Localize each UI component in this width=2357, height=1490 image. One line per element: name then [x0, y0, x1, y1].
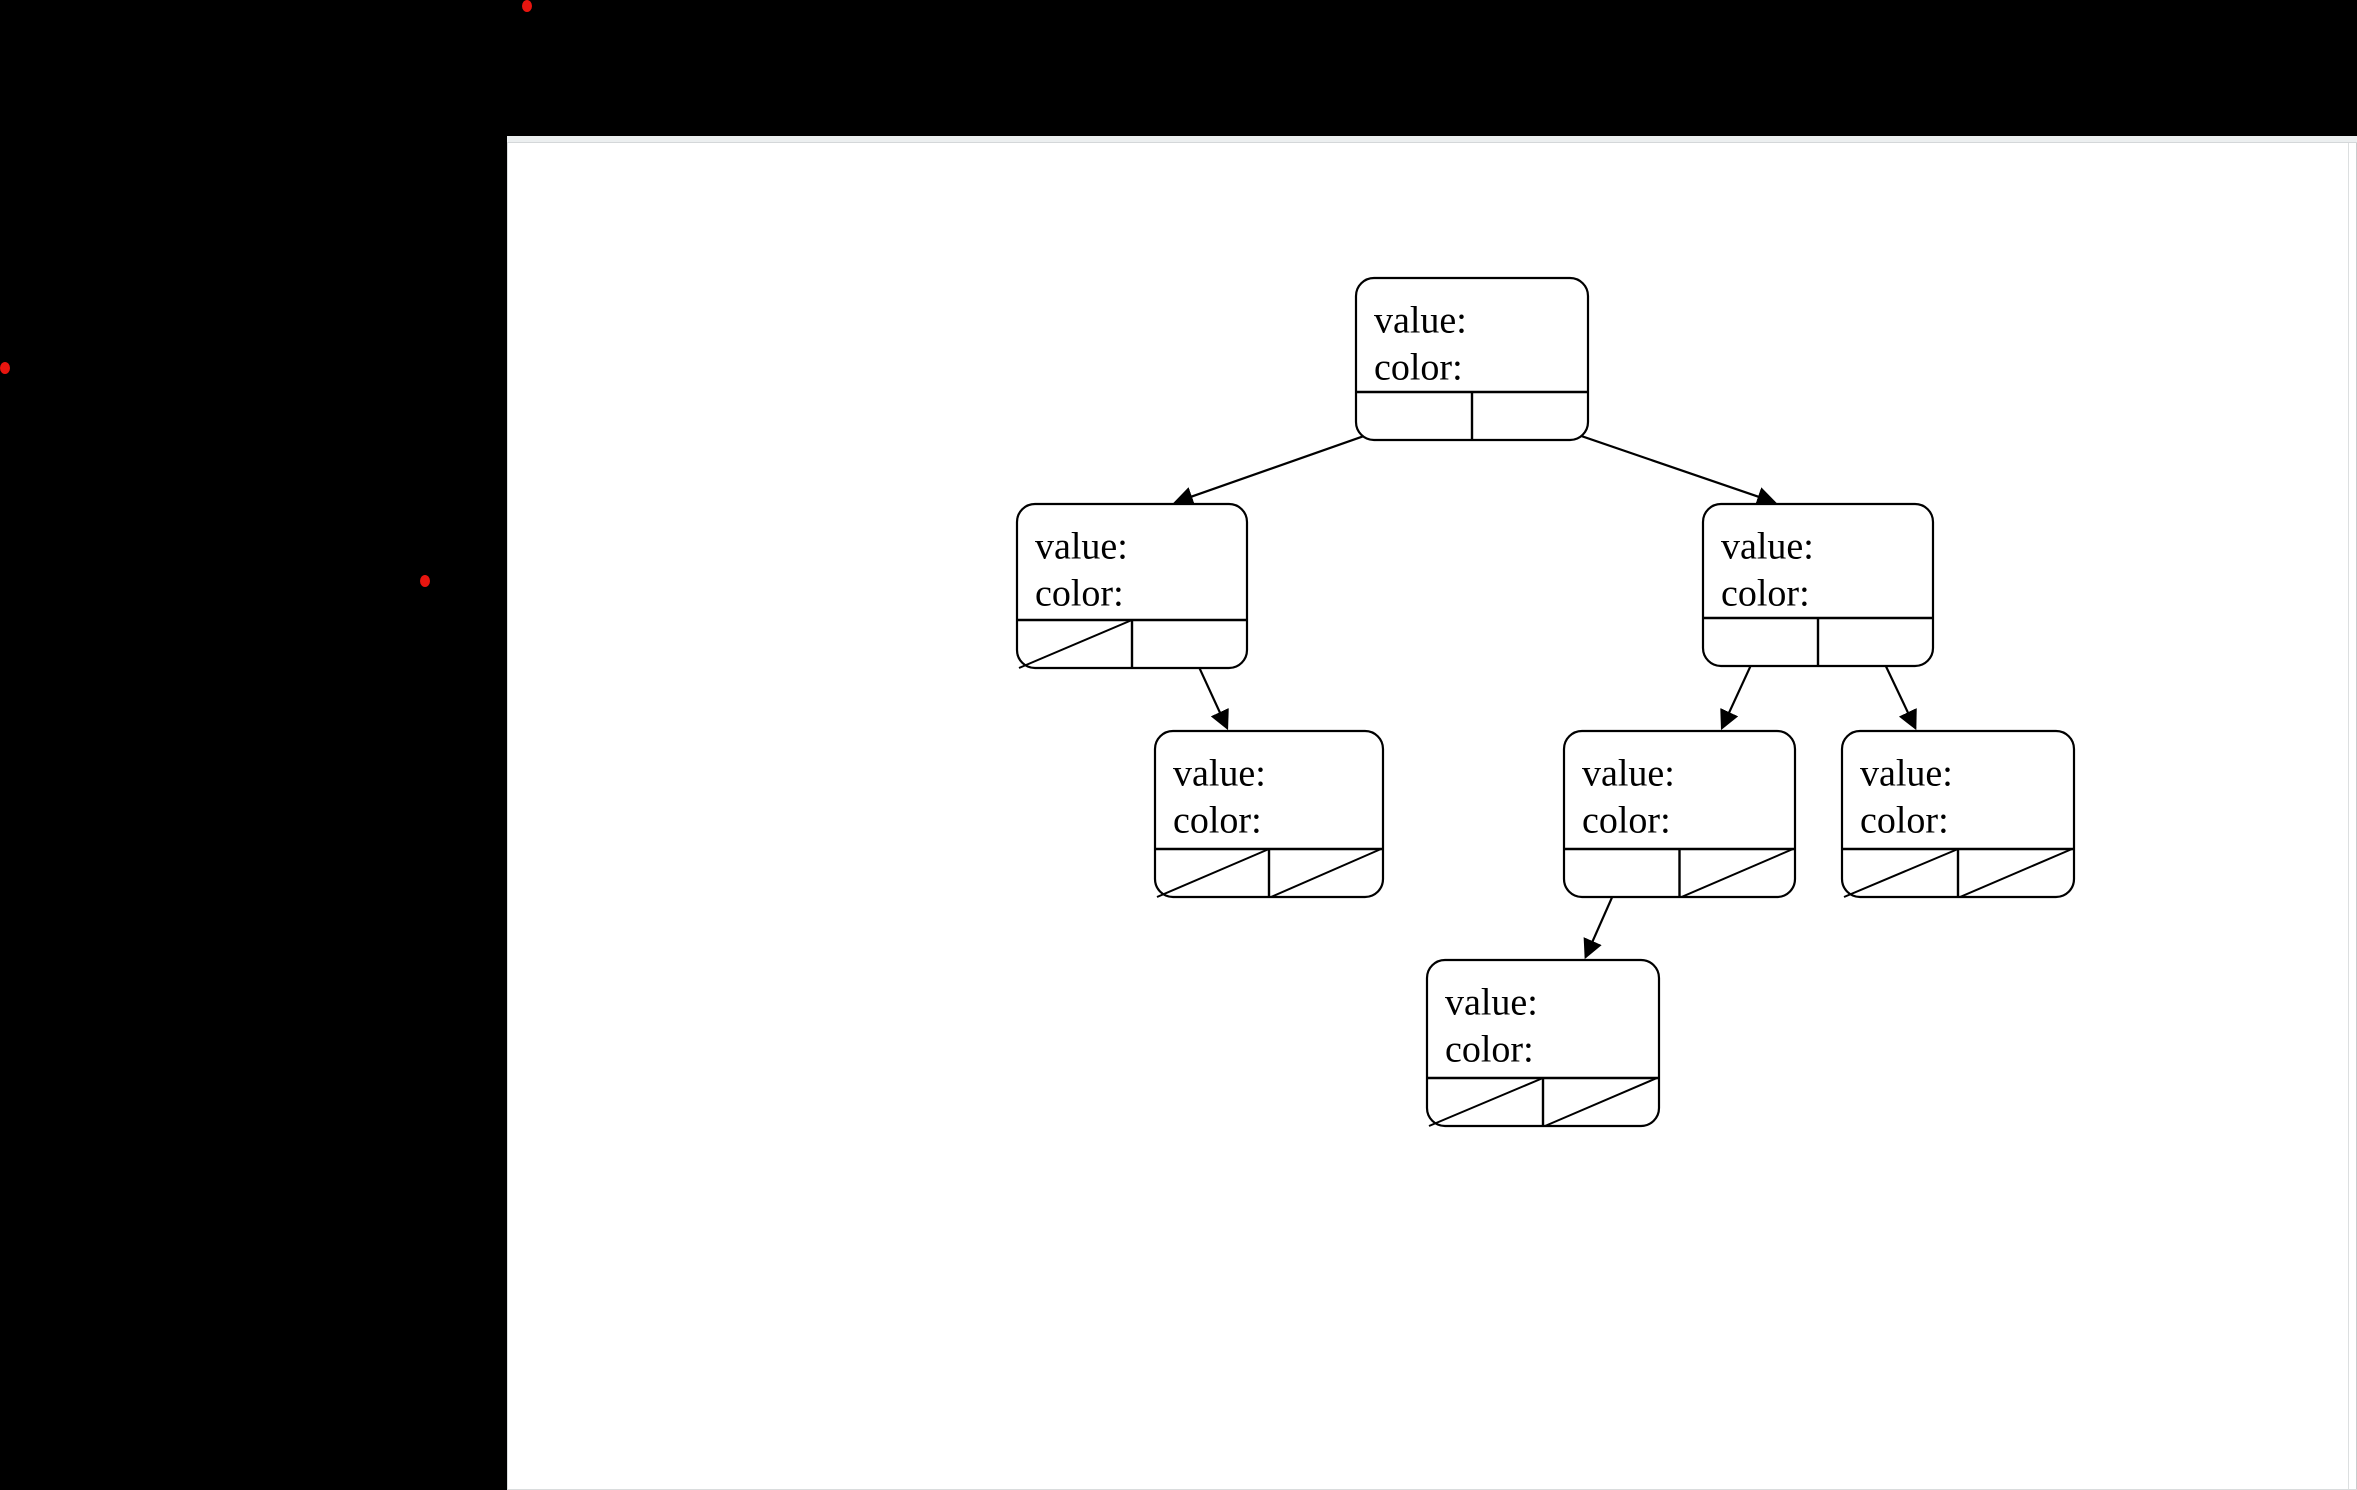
- root-node[interactable]: value: color:: [1354, 276, 1590, 442]
- viewer-top-strip: [507, 136, 2357, 143]
- leaf-node-d-color-label: color:: [1445, 1029, 1534, 1071]
- binary-tree-diagram: value:color:value:color:value:color:valu…: [1015, 276, 2076, 1128]
- root-node-value-label: value:: [1374, 300, 1467, 342]
- viewer-right-inner-rule: [2348, 143, 2349, 1490]
- left-child-node-left-pointer-cell[interactable]: [1017, 620, 1132, 668]
- leaf-node-a[interactable]: value: color:: [1153, 729, 1385, 899]
- right-child-node-color-label: color:: [1721, 573, 1810, 615]
- left-child-node-left-null-slash: [1018, 619, 1133, 669]
- leaf-node-a-value-label: value:: [1173, 753, 1266, 795]
- leaf-node-c-right-pointer-cell[interactable]: [1958, 849, 2074, 897]
- right-child-node[interactable]: value: color:: [1701, 502, 1935, 668]
- leaf-node-a-left-pointer-cell[interactable]: [1155, 849, 1269, 897]
- leaf-node-c-left-pointer-cell[interactable]: [1842, 849, 1958, 897]
- leaf-node-c-color-label: color:: [1860, 800, 1949, 842]
- leaf-node-d-right-null-slash: [1544, 1077, 1658, 1127]
- left-child-node-color-label: color:: [1035, 573, 1124, 615]
- leaf-node-d-right-pointer-cell[interactable]: [1543, 1078, 1659, 1126]
- leaf-node-a-right-null-slash: [1270, 848, 1382, 898]
- leaf-node-a-color-label: color:: [1173, 800, 1262, 842]
- root-node-right-pointer-cell[interactable]: [1472, 392, 1588, 440]
- leaf-node-c-value-label: value:: [1860, 753, 1953, 795]
- right-child-node-right-pointer-cell[interactable]: [1818, 618, 1933, 666]
- leaf-node-b-left-pointer-cell[interactable]: [1564, 849, 1680, 897]
- viewer-left-rule: [507, 143, 508, 1490]
- leaf-node-b[interactable]: value: color:: [1562, 729, 1797, 899]
- leaf-node-d-left-pointer-cell[interactable]: [1427, 1078, 1543, 1126]
- leaf-node-c-right-null-slash: [1959, 848, 2073, 898]
- leaf-node-a-left-null-slash: [1156, 848, 1270, 898]
- leaf-node-d-value-label: value:: [1445, 982, 1538, 1024]
- leaf-node-d-left-null-slash: [1428, 1077, 1544, 1127]
- leaf-node-c[interactable]: value: color:: [1840, 729, 2076, 899]
- left-child-node-value-label: value:: [1035, 526, 1128, 568]
- leaf-node-b-value-label: value:: [1582, 753, 1675, 795]
- leaf-node-d[interactable]: value: color:: [1425, 958, 1661, 1128]
- node-layer: value:color:value:color:value:color:valu…: [1015, 276, 2076, 1128]
- cursor-dot-middle: [420, 575, 430, 587]
- left-child-node-right-pointer-cell[interactable]: [1132, 620, 1247, 668]
- cursor-dot-left: [0, 362, 10, 374]
- cursor-dot-top: [522, 0, 532, 12]
- root-node-color-label: color:: [1374, 347, 1463, 389]
- right-child-node-value-label: value:: [1721, 526, 1814, 568]
- leaf-node-b-color-label: color:: [1582, 800, 1671, 842]
- leaf-node-c-left-null-slash: [1843, 848, 1959, 898]
- leaf-node-a-right-pointer-cell[interactable]: [1269, 849, 1383, 897]
- right-child-node-left-pointer-cell[interactable]: [1703, 618, 1818, 666]
- root-node-left-pointer-cell[interactable]: [1356, 392, 1472, 440]
- leaf-node-b-right-pointer-cell[interactable]: [1680, 849, 1796, 897]
- left-child-node[interactable]: value: color:: [1015, 502, 1249, 670]
- leaf-node-b-right-null-slash: [1681, 848, 1794, 898]
- document-viewer-panel[interactable]: value:color:value:color:value:color:valu…: [507, 136, 2357, 1490]
